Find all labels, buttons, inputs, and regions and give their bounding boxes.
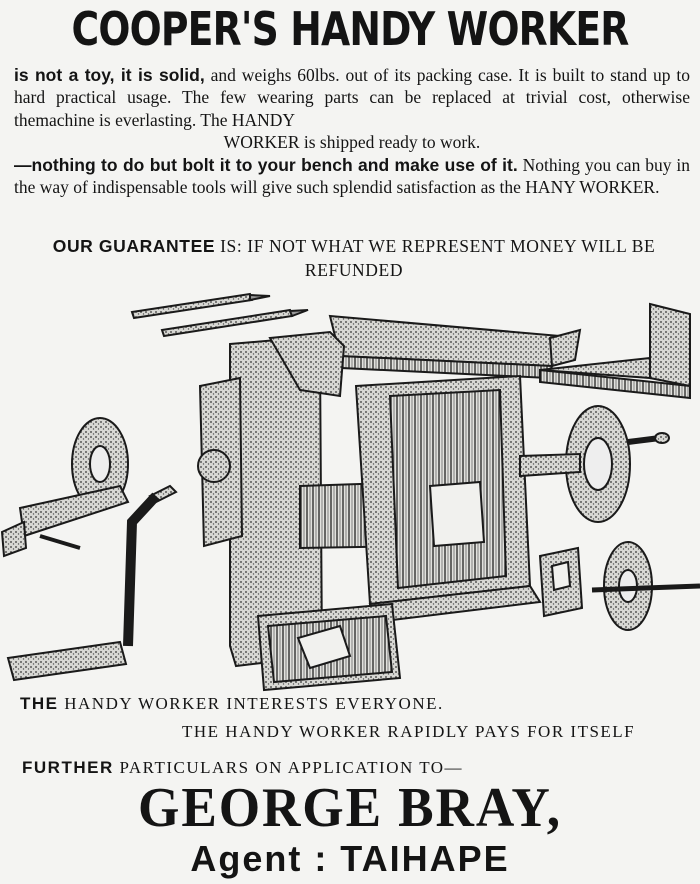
paragraph-2: —nothing to do but bolt it to your bench… xyxy=(14,154,690,199)
body-text: is not a toy, it is solid, and weighs 60… xyxy=(14,64,690,198)
particulars-lead: FURTHER xyxy=(22,758,114,777)
machine-illustration xyxy=(0,292,700,692)
chisel-tool xyxy=(130,292,271,320)
paragraph-2-text: Nothing you can buy in the way of indisp… xyxy=(14,154,690,198)
paragraph-1: is not a toy, it is solid, and weighs 60… xyxy=(14,64,690,131)
tagline-interests-lead: THE xyxy=(20,694,59,713)
guarantee-lead: OUR GUARANTEE xyxy=(52,236,216,256)
paragraph-2-lead: —nothing to do but bolt it to your bench… xyxy=(14,154,518,175)
headline: COOPER'S HANDY WORKER xyxy=(71,2,629,56)
tagline-interests-text: HANDY WORKER INTERESTS EVERYONE. xyxy=(58,694,444,713)
paragraph-1-text: and weighs 60lbs. out of its packing cas… xyxy=(14,65,690,130)
particulars-line: FURTHER PARTICULARS ON APPLICATION TO— xyxy=(22,758,463,778)
guarantee: OUR GUARANTEE IS: IF NOT WHAT WE REPRESE… xyxy=(14,234,694,282)
grinding-wheel xyxy=(0,417,130,558)
pulley-wheel xyxy=(591,541,700,631)
paragraph-1-center: WORKER is shipped ready to work. xyxy=(223,132,481,153)
tagline-interests: THE HANDY WORKER INTERESTS EVERYONE. xyxy=(20,694,444,714)
crank-handle xyxy=(6,484,178,682)
tagline-pays: THE HANDY WORKER RAPIDLY PAYS FOR ITSELF xyxy=(182,722,636,741)
agent-name: GEORGE BRAY, xyxy=(138,777,562,839)
paragraph-1-lead: is not a toy, it is solid, xyxy=(14,65,205,85)
agent-place: Agent : TAIHAPE xyxy=(190,838,510,879)
particulars-text: PARTICULARS ON APPLICATION TO— xyxy=(113,758,464,777)
gouge-tool xyxy=(160,308,309,338)
guard-plate xyxy=(538,546,584,618)
saw-table xyxy=(328,314,582,380)
clamp-block xyxy=(256,602,402,692)
guarantee-text: IS: IF NOT WHAT WE REPRESENT MONEY WILL … xyxy=(215,236,656,280)
bracket-right xyxy=(539,302,691,400)
handwheel xyxy=(519,405,670,523)
centre-housing xyxy=(354,374,542,624)
